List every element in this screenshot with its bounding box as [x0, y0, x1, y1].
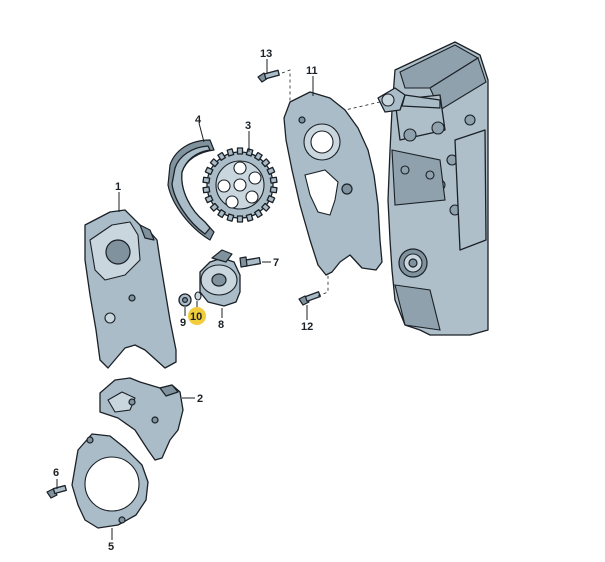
sprocket-tooth: [266, 194, 276, 204]
sprocket-tooth: [202, 176, 211, 184]
timing-belt: [167, 139, 215, 241]
sprocket-tooth: [202, 186, 211, 194]
sprocket-tooth: [236, 215, 244, 223]
lower-timing-cover: [71, 433, 149, 529]
sprocket-tooth: [217, 209, 226, 219]
leader-lines: [56, 59, 314, 540]
sprocket-tooth: [254, 151, 263, 161]
callout-10: 10: [190, 311, 202, 323]
callout-5: 5: [108, 541, 114, 553]
sprocket-tooth: [204, 166, 214, 176]
spacer-washer: [194, 291, 202, 301]
callout-9: 9: [180, 317, 186, 329]
sprocket-tooth: [269, 186, 278, 194]
sprocket-tooth: [245, 148, 254, 157]
sprocket-tooth: [204, 194, 214, 204]
sprocket-tooth: [266, 166, 276, 176]
assembly-line-11: [344, 101, 381, 111]
sprocket-tooth: [261, 158, 271, 168]
callout-6: 6: [53, 467, 59, 479]
engine-block: [377, 41, 489, 336]
sprocket-tooth: [254, 209, 263, 219]
crankshaft-sprocket: [398, 248, 428, 278]
callout-8: 8: [218, 319, 224, 331]
callout-13: 13: [260, 48, 272, 60]
callout-1: 1: [115, 181, 121, 193]
assembly-line-13: [281, 69, 291, 102]
rear-timing-cover: [283, 91, 383, 276]
sprocket-tooth: [269, 176, 278, 184]
sprocket-tooth: [236, 147, 244, 155]
callout-11: 11: [306, 65, 318, 77]
top-cover-bolt: [257, 69, 280, 83]
callout-4: 4: [195, 114, 202, 126]
callout-10-highlight: [188, 307, 206, 325]
sprocket-tooth: [226, 148, 235, 157]
callouts: 13 11 3 4 1 7 8 9 10 12 2 6 5: [53, 48, 318, 553]
lower-cover-bolt-small: [46, 484, 67, 499]
middle-timing-cover: [99, 377, 184, 461]
sprocket-tooth: [209, 158, 219, 168]
callout-12: 12: [301, 321, 313, 333]
sprocket-tooth: [217, 151, 226, 161]
camshaft-stub: [377, 87, 441, 113]
upper-timing-cover: [84, 209, 177, 369]
belt-tensioner: [199, 249, 241, 307]
sprocket-tooth: [226, 213, 235, 222]
lower-cover-bolt: [298, 291, 321, 306]
sprocket-tooth: [261, 202, 271, 212]
camshaft-sprocket: [202, 147, 278, 223]
tensioner-bolt: [239, 256, 262, 268]
callout-3: 3: [245, 120, 251, 132]
callout-2: 2: [197, 393, 203, 405]
nut: [178, 293, 192, 307]
sprocket-tooth: [245, 213, 254, 222]
sprocket-tooth: [209, 202, 219, 212]
callout-7: 7: [273, 257, 279, 269]
